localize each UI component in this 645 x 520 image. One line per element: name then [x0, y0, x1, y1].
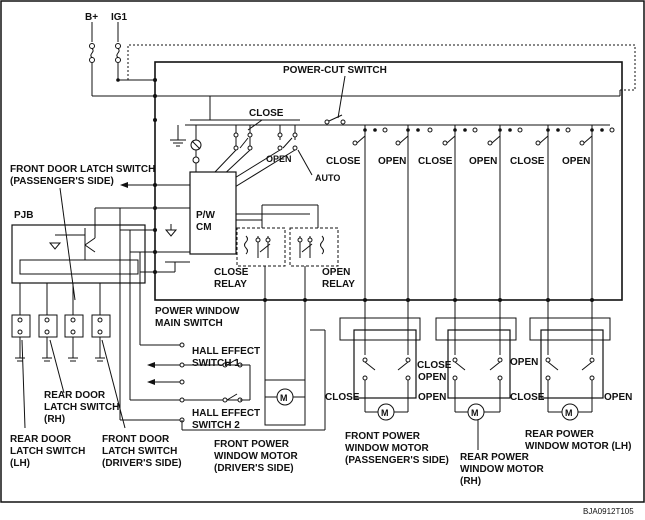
- close-label-2: CLOSE: [418, 156, 453, 167]
- power-cut-switch-label: POWER-CUT SWITCH: [283, 65, 387, 76]
- sub-close-label-2: CLOSE: [417, 360, 452, 371]
- sub-switch-passenger: M CLOSE OPEN FRONT POWER WINDOW MOTOR (P…: [325, 300, 449, 466]
- front-motor-driver: M FRONT POWER WINDOW MOTOR (DRIVER'S SID…: [214, 300, 306, 474]
- rdl-lh-label-3: (LH): [10, 458, 30, 469]
- open-relay: OPEN RELAY: [289, 227, 355, 290]
- fdl-drv-label-2: LATCH SWITCH: [102, 446, 177, 457]
- rear-motor-rh-label-2: WINDOW MOTOR: [460, 464, 544, 475]
- close-relay-label-1: CLOSE: [214, 267, 249, 278]
- open-relay-label-1: OPEN: [322, 267, 350, 278]
- rear-motor-rh-label-1: REAR POWER: [460, 452, 530, 463]
- pw-main-switch-label-1: POWER WINDOW: [155, 306, 240, 317]
- rdl-lh-label-2: LATCH SWITCH: [10, 446, 85, 457]
- rdl-rh-label-2: LATCH SWITCH: [44, 402, 119, 413]
- arrow-front-door-latch: [120, 182, 155, 188]
- ground-symbol-2: [164, 224, 178, 237]
- frame-border: [0, 0, 645, 503]
- rear-motor-lh-label-1: REAR POWER: [525, 429, 595, 440]
- main-switch-box: [154, 61, 623, 301]
- driver-window-switch: CLOSE OPEN AUTO: [190, 108, 340, 191]
- sub-switch-rear-lh: M CLOSE OPEN REAR POWER WINDOW MOTOR (LH…: [510, 300, 632, 452]
- close-relay-label-2: RELAY: [214, 279, 247, 290]
- fdl-pass-label-1: FRONT DOOR LATCH SWITCH: [10, 164, 155, 175]
- open-label-3: OPEN: [562, 156, 590, 167]
- open-label-2: OPEN: [469, 156, 497, 167]
- rdl-rh-label-1: REAR DOOR: [44, 390, 106, 401]
- rear-motor-lh-label-2: WINDOW MOTOR (LH): [525, 441, 631, 452]
- rdl-rh-label-3: (RH): [44, 414, 65, 425]
- sub-close-label-3: CLOSE: [510, 392, 545, 403]
- hall2-label-1: HALL EFFECT: [192, 408, 260, 419]
- b-plus-label: B+: [85, 12, 98, 23]
- ground-symbol-1: [170, 125, 186, 147]
- open-main-label: OPEN: [266, 154, 292, 164]
- pw-cm-label-2: CM: [196, 222, 212, 233]
- front-motor-pass-label-1: FRONT POWER: [345, 431, 421, 442]
- pjb-label: PJB: [14, 210, 33, 221]
- pw-cm: P/W CM: [155, 171, 310, 273]
- motor-m-rear-rh: M: [471, 408, 479, 418]
- sub-open-label-2: OPEN: [418, 372, 446, 383]
- motor-m-pass: M: [381, 408, 389, 418]
- rdl-lh-label-1: REAR DOOR: [10, 434, 72, 445]
- auto-label: AUTO: [315, 173, 340, 183]
- sub-open-label-2b: OPEN: [510, 357, 538, 368]
- internal-bus: [155, 90, 621, 126]
- pw-cm-label-1: P/W: [196, 210, 215, 221]
- power-supply: B+ IG1: [85, 12, 636, 97]
- fdl-pass-label-2: (PASSENGER'S SIDE): [10, 176, 114, 187]
- hall2-label-2: SWITCH 2: [192, 420, 240, 431]
- rear-motor-rh-label-3: (RH): [460, 476, 481, 487]
- pw-main-switch-label-2: MAIN SWITCH: [155, 318, 223, 329]
- sub-open-label-3: OPEN: [604, 392, 632, 403]
- open-label-1: OPEN: [378, 156, 406, 167]
- sub-close-label-1: CLOSE: [325, 392, 360, 403]
- main-switch-sections: [352, 125, 615, 300]
- open-relay-label-2: RELAY: [322, 279, 355, 290]
- front-motor-drv-label-3: (DRIVER'S SIDE): [214, 463, 294, 474]
- hall1-label-2: SWITCH 1: [192, 358, 240, 369]
- motor-m-driver: M: [280, 393, 288, 403]
- left-harness: [119, 208, 155, 420]
- power-cut-switch: POWER-CUT SWITCH: [283, 65, 387, 125]
- close-relay: CLOSE RELAY: [214, 227, 286, 290]
- door-latch-switches: [11, 187, 126, 429]
- pjb-box: [11, 207, 155, 284]
- close-label-3: CLOSE: [510, 156, 545, 167]
- fdl-drv-label-3: (DRIVER'S SIDE): [102, 458, 182, 469]
- hall-effect-switches: HALL EFFECT SWITCH 1 HALL EFFECT SWITCH …: [120, 329, 326, 431]
- fdl-drv-label-1: FRONT DOOR: [102, 434, 170, 445]
- motor-m-rear-lh: M: [565, 408, 573, 418]
- sub-open-label-1: OPEN: [418, 392, 446, 403]
- front-motor-drv-label-2: WINDOW MOTOR: [214, 451, 298, 462]
- front-motor-pass-label-3: (PASSENGER'S SIDE): [345, 455, 449, 466]
- hall1-label-1: HALL EFFECT: [192, 346, 260, 357]
- front-motor-drv-label-1: FRONT POWER: [214, 439, 290, 450]
- close-label-1: CLOSE: [326, 156, 361, 167]
- front-motor-pass-label-2: WINDOW MOTOR: [345, 443, 429, 454]
- ig1-label: IG1: [111, 12, 128, 23]
- close-top-label: CLOSE: [249, 108, 284, 119]
- sub-switch-rear-rh: M CLOSE OPEN OPEN REAR POWER WINDOW MOTO…: [417, 300, 544, 487]
- figure-code: BJA0912T105: [583, 507, 634, 516]
